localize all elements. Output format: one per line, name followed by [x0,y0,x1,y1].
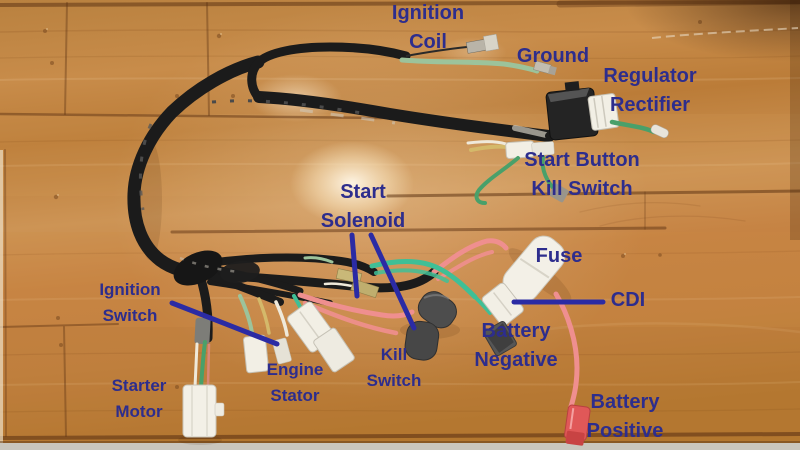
label-line: Ignition [391,2,465,24]
label-line: CDI [610,289,646,311]
label-line: Coil [409,31,447,53]
connector-cluster [238,294,355,374]
label-line: Solenoid [320,210,406,232]
ground-wire [399,57,557,76]
label-ignition-coil: Ignition Coil [392,0,464,57]
label-battery-negative: Battery Negative [474,317,557,375]
label-line: Switch [366,371,422,390]
battery-negative-terminal [483,320,517,357]
ignition-coil-terminal [465,33,500,54]
label-start-button-kill-switch: Start Button Kill Switch [524,146,640,204]
pointer-start-solenoid-2 [368,232,417,331]
label-starter-motor: Starter Motor [112,373,167,425]
engine-stator-connector [313,327,355,373]
label-engine-stator: Engine Stator [267,357,324,409]
main-loom [127,42,555,343]
label-line: Ground [516,45,590,67]
bullet-connector [650,124,669,139]
label-line: Regulator [603,65,697,87]
label-line: Kill Switch [531,178,633,200]
label-line: Motor [115,402,163,421]
label-kill-switch: Kill Switch [367,342,422,394]
label-ignition-switch: Ignition Switch [99,277,160,329]
kill-switch-boots [297,291,457,361]
cdi-and-battery-negative [369,258,524,357]
starter-motor-connector [182,384,225,438]
label-line: Positive [586,420,664,442]
label-fuse: Fuse [536,242,583,271]
label-line: Kill [380,345,408,364]
label-battery-positive: Battery Positive [587,388,664,446]
label-cdi: CDI [611,286,645,315]
label-line: Battery [481,320,551,342]
label-line: Stator [270,386,320,405]
pointer-ignition-switch [169,300,280,347]
label-line: Engine [266,360,324,379]
cdi-connector [481,282,524,327]
battery-positive-terminal [564,404,591,446]
label-start-solenoid: Start Solenoid [321,178,405,236]
regulator-rectifier-unit [545,81,669,141]
label-ground: Ground [517,42,589,71]
ignition-coil-wire [405,46,468,57]
pointer-start-solenoid-1 [349,232,360,299]
label-line: Start [340,181,386,203]
start-button-kill-switch-connector [466,140,569,205]
label-line: Switch [102,306,158,325]
label-line: Negative [474,349,558,371]
label-regulator-rectifier: Regulator Rectifier [603,62,696,120]
nail-glints [46,28,626,255]
pointer-lines [169,232,606,347]
label-line: Battery [590,391,660,413]
label-line: Ignition [99,280,161,299]
wiring-harness [127,33,669,446]
starter-motor-branch [182,317,225,438]
label-line: Rectifier [609,94,691,116]
label-line: Starter [111,376,167,395]
label-line: Fuse [535,245,583,267]
label-line: Start Button [524,149,640,171]
fuse-holder [431,235,580,413]
